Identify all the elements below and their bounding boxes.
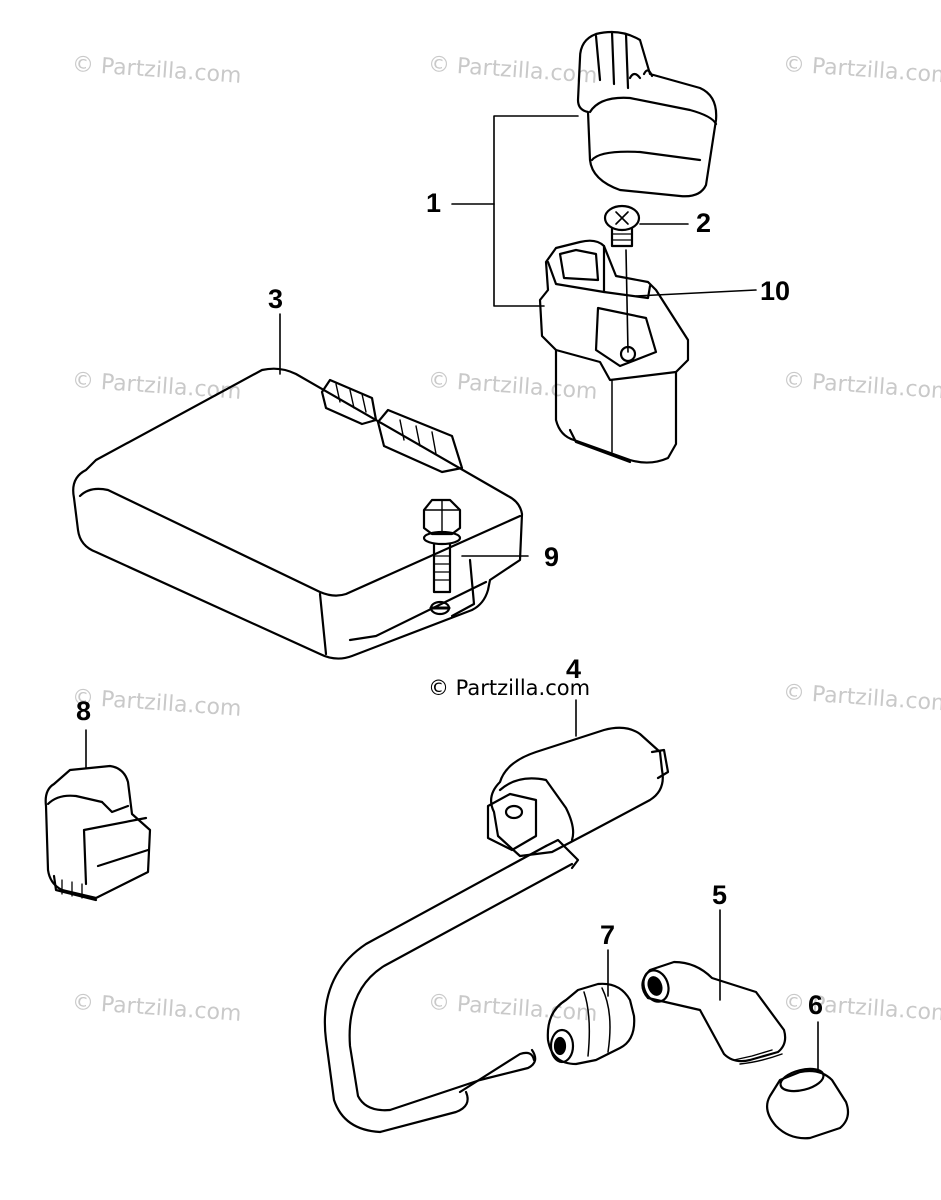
callout-9: 9 [544, 542, 560, 572]
plug-boot-part [546, 949, 636, 1066]
callout-7: 7 [600, 920, 616, 950]
ecu-part [72, 313, 524, 660]
callout-5: 5 [712, 880, 728, 910]
callout-4: 4 [566, 654, 582, 684]
callout-1-bracket [451, 115, 579, 307]
callout-2: 2 [696, 208, 712, 238]
small-relay-part [44, 729, 152, 902]
screw-part [603, 204, 689, 353]
callout-3: 3 [268, 284, 284, 314]
bolt-part [422, 498, 529, 616]
callout-10: 10 [760, 276, 791, 306]
relay-body-part [538, 239, 757, 464]
callout-8: 8 [76, 696, 92, 726]
callout-1: 1 [426, 188, 442, 218]
spark-plug-cap-part [641, 909, 787, 1065]
relay-cover-part [576, 30, 718, 198]
copyright-credit: © Partzilla.com [428, 676, 591, 700]
ignition-coil-part [323, 699, 670, 1134]
callout-6: 6 [808, 990, 824, 1020]
cap-ring-part [765, 1021, 850, 1140]
